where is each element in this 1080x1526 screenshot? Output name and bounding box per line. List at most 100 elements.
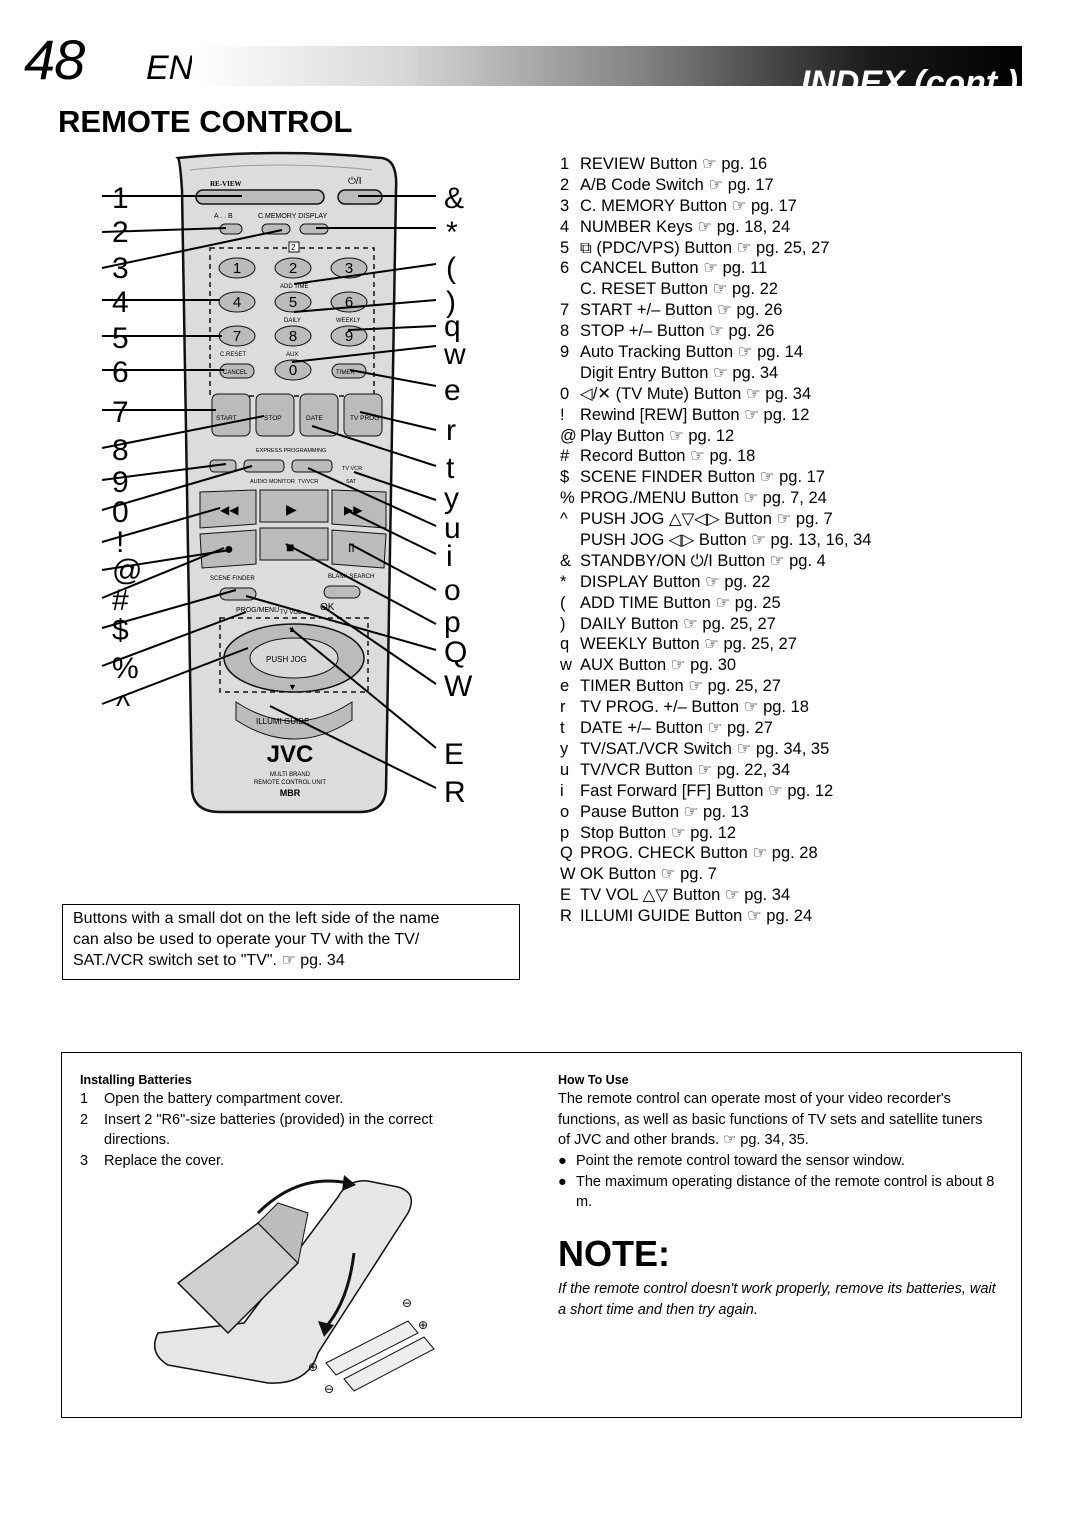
svg-text:▶: ▶ xyxy=(286,501,297,517)
svg-text:AUDIO MONITOR: AUDIO MONITOR xyxy=(250,479,295,485)
plus-minus-buttons xyxy=(211,393,383,437)
svg-text:PUSH JOG: PUSH JOG xyxy=(266,655,307,664)
svg-text:ILLUMI GUIDE: ILLUMI GUIDE xyxy=(256,717,309,726)
callout-right-r: r xyxy=(446,414,456,447)
callout-right-i: i xyxy=(446,540,453,573)
callout-left-7: 7 xyxy=(112,396,129,429)
cmemory-button xyxy=(261,223,291,235)
svg-text:4: 4 xyxy=(233,294,241,311)
list-item: %PROG./MENU Button ☞ pg. 7, 24 xyxy=(560,489,827,508)
callout-left-caret: ^ xyxy=(116,690,131,723)
svg-text:3: 3 xyxy=(345,260,353,277)
callout-right-amp: & xyxy=(444,182,465,215)
list-item: &STANDBY/ON ⏻/I Button ☞ pg. 4 xyxy=(560,551,826,570)
callout-right-u: u xyxy=(444,512,461,545)
svg-text:0: 0 xyxy=(289,362,297,379)
callout-right-rparen: ) xyxy=(446,286,456,319)
header-band: INDEX (cont.) xyxy=(192,46,1022,102)
callout-right-q: q xyxy=(444,310,461,343)
svg-text:SAT: SAT xyxy=(346,479,357,485)
svg-text:DAILY: DAILY xyxy=(284,318,301,324)
svg-text:WEEKLY: WEEKLY xyxy=(336,318,361,324)
remote-illustration: RE-VIEW ⏻/I A . . B C.MEMORY DISPLAY 2 1… xyxy=(60,150,540,890)
how-to-use-heading: How To Use xyxy=(558,1073,629,1087)
tip-line-1: Buttons with a small dot on the left sid… xyxy=(73,910,440,927)
svg-text:REMOTE CONTROL UNIT: REMOTE CONTROL UNIT xyxy=(254,780,326,786)
callout-right-Q: Q xyxy=(444,636,468,669)
callout-right-e: e xyxy=(444,374,461,407)
list-item: ●The maximum operating distance of the r… xyxy=(558,1173,995,1211)
tip-line-3: SAT./VCR switch set to "TV". ☞ pg. 34 xyxy=(73,952,345,969)
svg-text:PROG/MENU: PROG/MENU xyxy=(236,607,279,614)
callout-right-y: y xyxy=(444,482,459,515)
list-item: @Play Button ☞ pg. 12 xyxy=(560,426,735,445)
list-item: PUSH JOG ◁▷ Button ☞ pg. 13, 16, 34 xyxy=(580,531,872,550)
svg-text:◀◀: ◀◀ xyxy=(220,503,239,517)
svg-text:9: 9 xyxy=(345,328,353,345)
svg-text:⏻/I: ⏻/I xyxy=(348,176,361,187)
svg-text:⊕: ⊕ xyxy=(418,1318,428,1332)
svg-text:II: II xyxy=(348,541,355,555)
page-number: 48 xyxy=(24,28,85,91)
callout-left-percent: % xyxy=(112,652,139,685)
svg-text:⊖: ⊖ xyxy=(402,1296,412,1310)
callout-left-8: 8 xyxy=(112,434,129,467)
callout-right-w: w xyxy=(444,338,466,371)
callout-right-star: * xyxy=(446,216,458,249)
brand-logo: JVC xyxy=(267,741,314,768)
callout-left-3: 3 xyxy=(112,252,129,285)
svg-text:AUX: AUX xyxy=(286,352,298,358)
list-item: !Rewind [REW] Button ☞ pg. 12 xyxy=(560,405,810,424)
svg-text:6: 6 xyxy=(345,294,353,311)
svg-text:▶▶: ▶▶ xyxy=(344,503,363,517)
tv-buttons-tip: Buttons with a small dot on the left sid… xyxy=(62,904,520,980)
svg-text:MULTI BRAND: MULTI BRAND xyxy=(270,772,311,778)
svg-text:⊕: ⊕ xyxy=(308,1360,318,1374)
svg-text:▼: ▼ xyxy=(288,682,297,692)
callout-left-dollar: $ xyxy=(112,614,129,647)
svg-text:⊖: ⊖ xyxy=(324,1382,334,1396)
list-item: #Record Button ☞ pg. 18 xyxy=(560,447,756,466)
tip-line-2: can also be used to operate your TV with… xyxy=(73,931,420,948)
callout-left-9: 9 xyxy=(112,466,129,499)
svg-text:TIMER: TIMER xyxy=(336,370,355,376)
svg-text:2: 2 xyxy=(291,243,296,252)
battery-installation-illustration: ⊖ ⊕ ⊕ ⊖ xyxy=(153,1175,435,1396)
callout-right-R: R xyxy=(444,776,466,809)
callout-left-at: @ xyxy=(112,554,143,587)
svg-text:BLANK SEARCH: BLANK SEARCH xyxy=(328,574,374,580)
svg-text:2: 2 xyxy=(289,260,297,277)
list-item: *DISPLAY Button ☞ pg. 22 xyxy=(560,572,771,591)
callout-right-o: o xyxy=(444,574,461,607)
note-title: NOTE: xyxy=(558,1233,670,1274)
svg-text:CANCEL: CANCEL xyxy=(223,370,248,376)
list-item: $SCENE FINDER Button ☞ pg. 17 xyxy=(560,468,825,487)
section-title: REMOTE CONTROL xyxy=(58,104,353,139)
svg-text:TV PROG: TV PROG xyxy=(350,415,379,422)
number-keys: 1 2 3 4 5 6 7 8 9 0 xyxy=(218,257,368,381)
page-header: 48 EN INDEX (cont.) xyxy=(22,28,1022,102)
svg-text:TV VOL: TV VOL xyxy=(280,610,302,616)
callout-right-t: t xyxy=(446,452,455,485)
callout-left-6: 6 xyxy=(112,356,129,389)
callout-left-2: 2 xyxy=(112,216,129,249)
callout-left-hash: # xyxy=(112,584,129,617)
svg-text:MBR: MBR xyxy=(280,788,301,798)
